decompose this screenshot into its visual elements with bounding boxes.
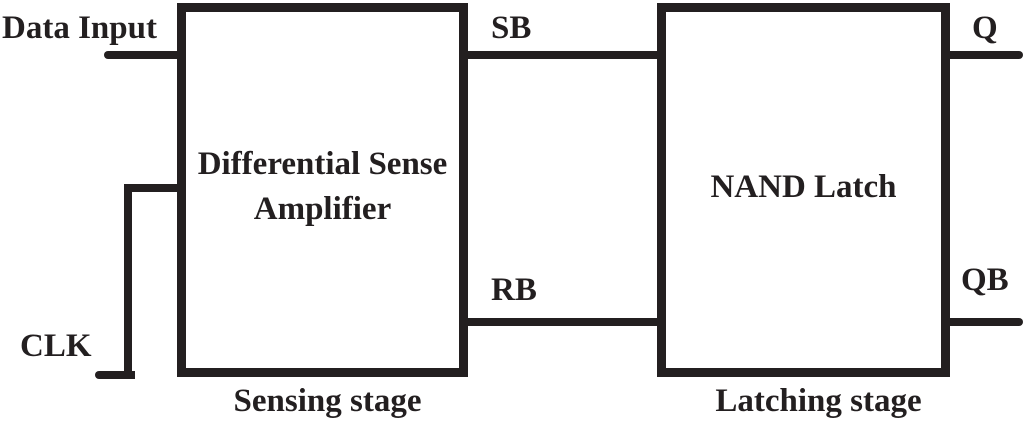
clk-wire-bottom-segment xyxy=(95,371,135,379)
differential-sense-amplifier-label-line2: Amplifier xyxy=(253,191,392,227)
clk-label: CLK xyxy=(20,328,92,364)
nand-latch-block: NAND Latch xyxy=(657,3,950,377)
rb-wire xyxy=(466,318,660,326)
qb-output-label: QB xyxy=(961,262,1009,298)
data-input-wire xyxy=(104,51,182,59)
sb-signal-label: SB xyxy=(491,10,532,46)
latching-stage-caption: Latching stage xyxy=(715,383,922,419)
q-output-wire xyxy=(948,51,1023,59)
nand-latch-label: NAND Latch xyxy=(710,168,897,205)
differential-sense-amplifier-label-line1: Differential Sense xyxy=(197,146,448,182)
clk-wire-top-segment xyxy=(124,184,182,192)
sensing-stage-caption: Sensing stage xyxy=(233,383,422,419)
differential-sense-amplifier-block: Differential Sense Amplifier xyxy=(177,3,468,377)
sb-wire xyxy=(466,51,660,59)
clk-wire-vertical-segment xyxy=(124,184,132,379)
data-input-label: Data Input xyxy=(2,10,157,46)
qb-output-wire xyxy=(948,318,1023,326)
q-output-label: Q xyxy=(972,10,998,46)
rb-signal-label: RB xyxy=(491,272,537,308)
differential-sense-amplifier-label: Differential Sense Amplifier xyxy=(198,142,448,232)
